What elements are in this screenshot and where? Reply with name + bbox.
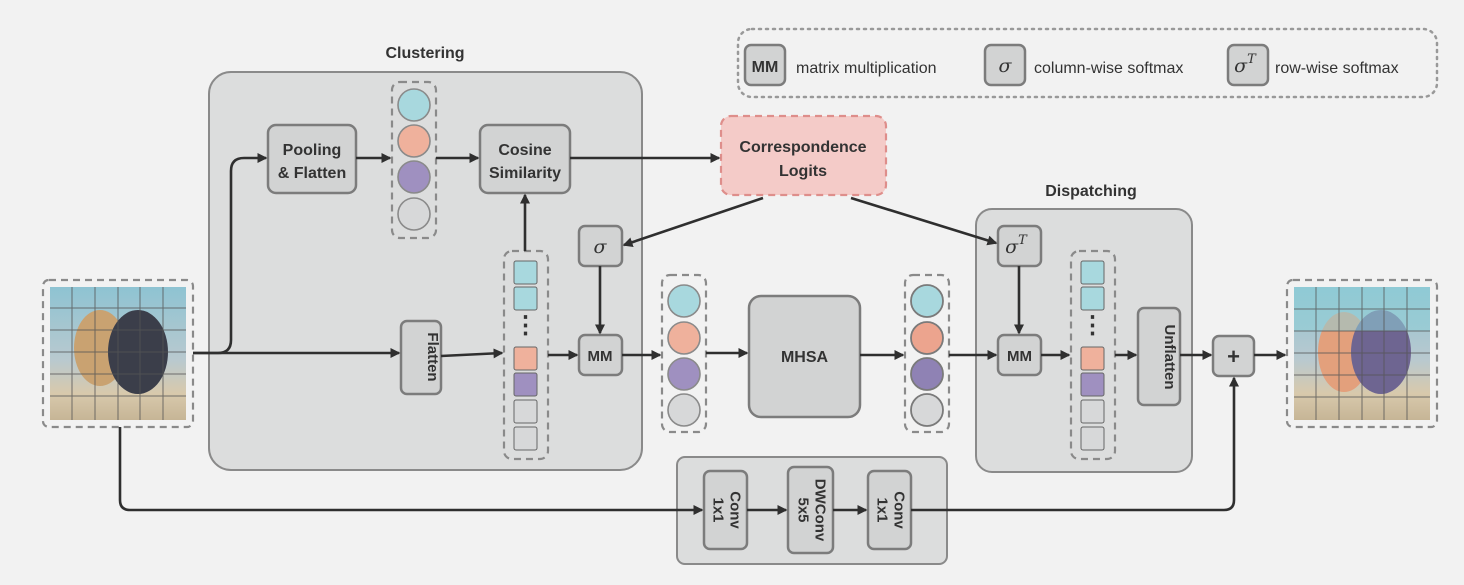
logits-label-2: Logits: [779, 163, 827, 180]
conv2-label: Conv1x1: [874, 491, 908, 529]
legend-sigmaT-sup: T: [1247, 52, 1257, 67]
legend-sigmaT-text: row-wise softmax: [1275, 60, 1399, 77]
plus-label: +: [1227, 344, 1240, 369]
mhsa-label: MHSA: [781, 349, 829, 366]
pooling-flatten-box: [266, 123, 358, 195]
legend: MM matrix multiplication σ column-wise s…: [736, 27, 1439, 99]
center-circle: [397, 160, 431, 194]
ellipsis: ⋮: [1081, 312, 1105, 339]
dwconv-label: DWConv5x5: [795, 479, 829, 542]
legend-sigma-symbol: σ: [999, 55, 1013, 77]
svg-text:σT: σT: [1234, 52, 1257, 77]
mm-label-dispatching: MM: [1007, 348, 1032, 365]
pooling-label-1: Pooling: [283, 142, 342, 159]
legend-sigma-text: column-wise softmax: [1034, 60, 1183, 77]
arrows: [118, 153, 1287, 515]
cosine-label-2: Similarity: [489, 165, 561, 182]
legend-sigmaT-base: σ: [1234, 55, 1248, 77]
cluster-features-out: [903, 273, 951, 434]
pooling-label-2: & Flatten: [278, 165, 346, 182]
dispatching-panel: [975, 208, 1193, 473]
cosine-similarity-box: [478, 123, 572, 195]
output-image: [1285, 278, 1439, 429]
conv1-label: Conv1x1: [710, 491, 744, 529]
input-image: [41, 278, 195, 429]
ellipsis: ⋮: [514, 312, 538, 339]
correspondence-logits-box: [721, 116, 886, 195]
center-circle: [397, 88, 431, 122]
logits-label-1: Correspondence: [739, 139, 866, 156]
mhsa-box: [747, 294, 862, 419]
unflatten-label: Unflatten: [1161, 325, 1178, 390]
cluster-centers: [390, 80, 438, 240]
sigmaT-sup: T: [1018, 233, 1028, 248]
cluster-features-in: [660, 273, 708, 434]
flatten-box: [399, 319, 443, 396]
dispatching-title: Dispatching: [1045, 183, 1137, 200]
center-circle: [397, 124, 431, 158]
cosine-label-1: Cosine: [498, 142, 551, 159]
flatten-label: Flatten: [424, 332, 441, 381]
mm-label-clustering: MM: [588, 348, 613, 365]
token-column-clustering: ⋮: [502, 249, 550, 461]
sigmaT-base: σ: [1005, 236, 1019, 258]
center-circle: [397, 197, 431, 231]
clustering-title: Clustering: [385, 45, 464, 62]
legend-mm-symbol: MM: [752, 59, 779, 76]
legend-mm-text: matrix multiplication: [796, 60, 936, 77]
svg-text:σT: σT: [1005, 233, 1028, 258]
unflatten-box: [1136, 306, 1182, 407]
sigma-label: σ: [594, 236, 608, 258]
